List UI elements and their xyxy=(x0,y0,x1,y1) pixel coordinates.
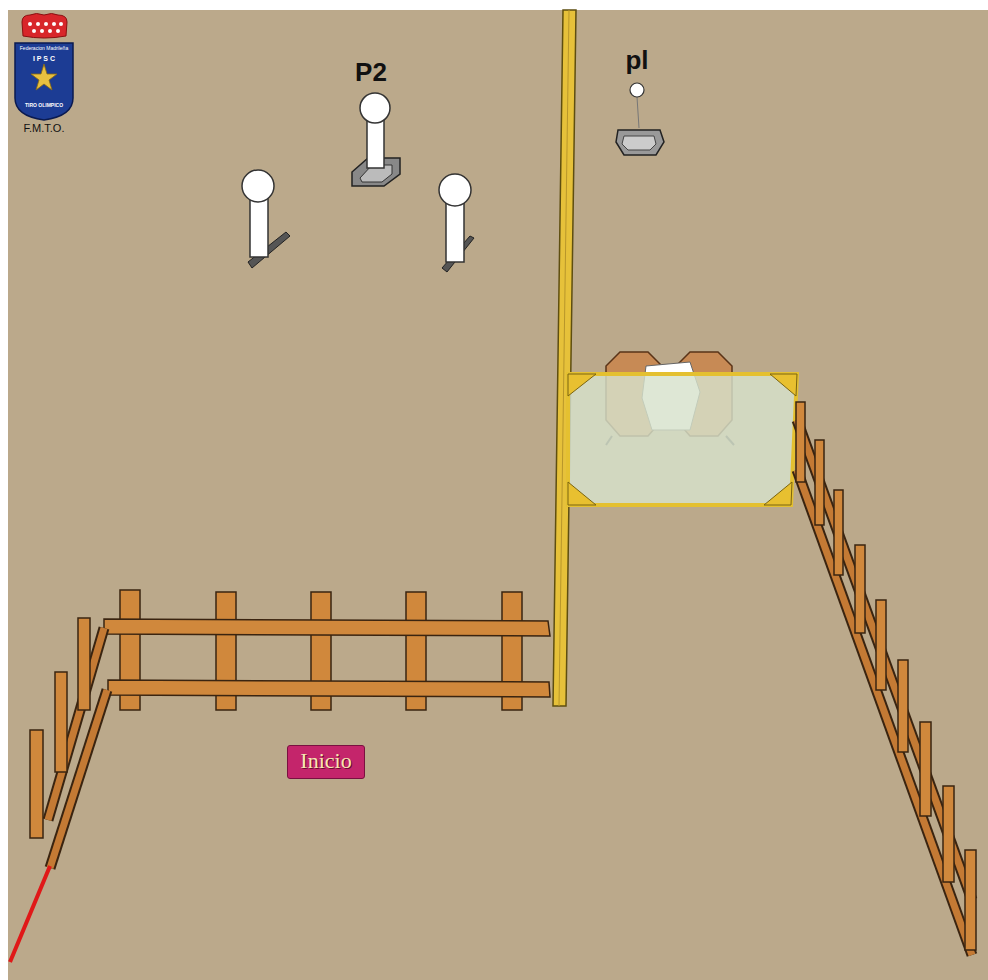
popper-target xyxy=(439,174,474,272)
node-text: Inicio xyxy=(300,749,351,773)
top-margin xyxy=(0,0,988,10)
popper-target xyxy=(352,93,400,186)
wall xyxy=(553,10,576,706)
federation-logo xyxy=(15,14,73,121)
start-marker: Inicio xyxy=(287,745,364,778)
fence xyxy=(796,402,976,955)
left-margin xyxy=(0,0,8,980)
logo-text: Federacion Madrileña xyxy=(20,46,68,52)
fence xyxy=(30,618,107,868)
popper-target xyxy=(242,170,290,268)
logo-caption: F.M.T.O. xyxy=(24,122,65,134)
ground xyxy=(8,10,988,980)
window xyxy=(568,374,797,505)
fence xyxy=(104,590,550,710)
logo-text: TIRO OLIMPICO xyxy=(25,103,63,109)
logo-text: I P S C xyxy=(33,55,55,63)
popper-group-label: P2 xyxy=(355,58,387,87)
steel-plate xyxy=(616,83,664,155)
fault-line xyxy=(10,866,50,962)
plate-label: pl xyxy=(625,46,648,75)
